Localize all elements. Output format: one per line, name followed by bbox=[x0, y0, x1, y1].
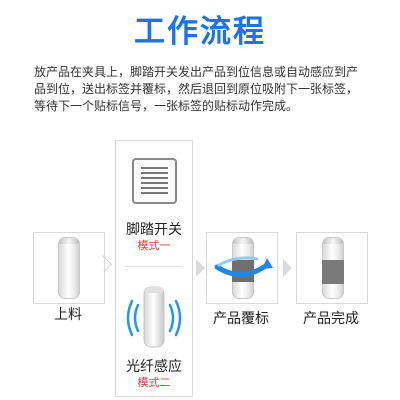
page-title: 工作流程 bbox=[134, 14, 266, 50]
labeling-card bbox=[206, 232, 278, 304]
fiber-sensor-icon bbox=[126, 286, 182, 348]
bottle-icon bbox=[322, 237, 344, 299]
trigger-panel: 脚踏开关 模式一 光纤感应 模式二 bbox=[115, 140, 193, 397]
description-line-1: 放产品在夹具上，脚踏开关发出产品到位信息或自动感应到产 bbox=[34, 65, 359, 79]
flow-arrow-icon bbox=[283, 259, 292, 277]
loading-card bbox=[33, 232, 105, 304]
description-line-2: 品到位，送出标签并覆标，然后退回到原位吸附下一张标签， bbox=[34, 82, 359, 96]
flow-arrow-icon bbox=[196, 259, 205, 277]
stage-finished-label: 产品完成 bbox=[303, 311, 359, 327]
mode-two-tag: 模式二 bbox=[137, 376, 171, 389]
bottle-icon bbox=[58, 237, 80, 299]
wrap-arrow-icon bbox=[214, 256, 273, 277]
process-description: 放产品在夹具上，脚踏开关发出产品到位信息或自动感应到产 品到位，送出标签并覆标，… bbox=[34, 64, 374, 115]
mode-one-label: 脚踏开关 bbox=[126, 222, 182, 238]
finished-card bbox=[296, 232, 368, 304]
stage-labeling-label: 产品覆标 bbox=[213, 311, 269, 327]
stage-loading-label: 上料 bbox=[54, 307, 82, 323]
foot-switch-icon bbox=[132, 158, 177, 204]
mode-two-label: 光纤感应 bbox=[126, 359, 182, 375]
description-line-3: 等待下一个贴标信号，一张标签的贴标动作完成。 bbox=[34, 99, 299, 113]
mode-one-tag: 模式一 bbox=[137, 239, 171, 252]
